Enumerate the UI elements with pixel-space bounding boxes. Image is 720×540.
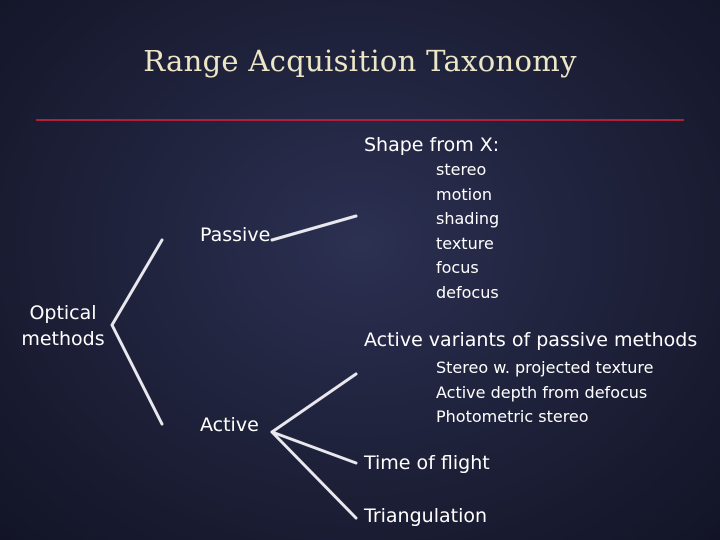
active-variants-heading: Active variants of passive methods [364,329,698,351]
list-item: Active depth from defocus [436,382,648,402]
shape-from-x-list: stereo motion shading texture focus defo… [436,158,499,305]
connector-root-branches [110,238,164,426]
list-item: texture [436,233,494,253]
list-item: shading [436,209,500,228]
list-item: focus [436,258,479,277]
shape-from-x-heading: Shape from X: [364,134,500,156]
title-divider [36,119,684,121]
triangulation-node: Triangulation [364,505,488,527]
list-item: motion [436,184,493,204]
root-label-line2: methods [21,328,105,350]
connector-passive-shape [270,214,358,242]
time-of-flight-node: Time of flight [364,452,490,474]
passive-node: Passive [200,224,271,246]
active-variants-list: Stereo w. projected texture Active depth… [436,356,653,430]
connector-active-time-of-flight [270,430,358,465]
root-label-line1: Optical [29,302,97,324]
root-node: Optical methods [8,300,118,352]
list-item: defocus [436,282,499,302]
list-item: Stereo w. projected texture [436,358,654,377]
list-item: stereo [436,160,487,179]
active-node: Active [200,414,259,436]
slide-title: Range Acquisition Taxonomy [143,44,577,78]
list-item: Photometric stereo [436,407,589,426]
